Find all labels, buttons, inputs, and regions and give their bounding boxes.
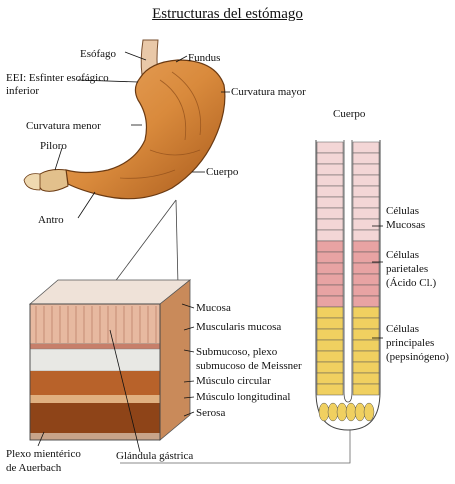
gland-cell [352, 185, 380, 198]
label-muscularis-mucosa: Muscularis mucosa [196, 321, 282, 333]
label-submucoso-1: Submucoso, plexo [196, 346, 278, 358]
gland-cell [352, 273, 380, 286]
gland-leader-lines [372, 225, 383, 339]
label-esofago: Esófago [80, 48, 117, 60]
gastric-gland-stripes [35, 306, 157, 343]
label-parietales-3: (Ácido Cl.) [386, 277, 437, 289]
label-parietales-1: Células [386, 249, 419, 261]
gland-cell [316, 141, 344, 154]
gland-cells [316, 141, 380, 422]
gland-base-cell [336, 402, 348, 422]
gland-cell [316, 174, 344, 187]
label-cuerpo-gland: Cuerpo [333, 108, 366, 120]
label-cuerpo-stomach: Cuerpo [206, 166, 239, 178]
gland-cell [352, 295, 380, 308]
gland-cell [352, 262, 380, 275]
gland-cell [352, 284, 380, 297]
label-curvatura-mayor: Curvatura mayor [231, 86, 306, 98]
gastric-gland [315, 140, 381, 431]
gland-base-cell [318, 402, 330, 422]
gland-cell [352, 251, 380, 264]
label-fundus: Fundus [188, 52, 221, 64]
stomach-shape [65, 59, 226, 200]
gland-cell [352, 196, 380, 209]
gland-cell [352, 350, 380, 363]
wall-leader-lines [37, 303, 195, 453]
diagram-title: Estructuras del estómago [152, 6, 303, 22]
gland-cell [316, 218, 344, 231]
gland-cell [352, 152, 380, 165]
gland-cell [352, 207, 380, 220]
label-mucosas-2: Mucosas [386, 219, 426, 231]
gland-cell [316, 295, 344, 308]
gland-base-cell [327, 402, 339, 422]
gland-cell [316, 317, 344, 330]
duodenum-shape [23, 173, 41, 191]
gland-cell [316, 383, 344, 396]
gland-base-cell [354, 402, 366, 422]
gland-cell [352, 361, 380, 374]
label-antro: Antro [38, 214, 64, 226]
gland-cell [352, 317, 380, 330]
gland-cell [352, 240, 380, 253]
gland-cell [316, 152, 344, 165]
gland-cell [316, 207, 344, 220]
gland-cell [352, 229, 380, 242]
gland-cell [352, 174, 380, 187]
gland-cell [316, 262, 344, 275]
label-principales-1: Células [386, 323, 419, 335]
gland-cell [352, 163, 380, 176]
gland-cell [352, 306, 380, 319]
gland-cell [316, 339, 344, 352]
tissue-block [28, 279, 192, 441]
gland-cell [316, 328, 344, 341]
gland-cell [352, 218, 380, 231]
gland-cell [316, 306, 344, 319]
gland-cell [316, 251, 344, 264]
gland-cell [316, 240, 344, 253]
gland-cell [352, 372, 380, 385]
label-musculo-longitudinal: Músculo longitudinal [196, 391, 291, 403]
label-parietales-2: parietales [386, 263, 429, 275]
label-glandula: Glándula gástrica [116, 450, 194, 462]
gland-cell [316, 196, 344, 209]
label-plexo-1: Plexo mientérico [6, 448, 81, 460]
label-mucosas-1: Células [386, 205, 419, 217]
label-mucosa: Mucosa [196, 302, 231, 314]
pylorus-shape [36, 169, 69, 192]
label-curvatura-menor: Curvatura menor [26, 120, 101, 132]
label-eei-1: EEI: Esfinter esofágico [6, 72, 109, 84]
zoom-lines [113, 199, 179, 286]
gland-cell [316, 350, 344, 363]
gland-cell [316, 185, 344, 198]
gland-cell [316, 284, 344, 297]
gland-cell [316, 229, 344, 242]
gland-cell [316, 163, 344, 176]
gland-cell [316, 361, 344, 374]
label-submucoso-2: submucoso de Meissner [196, 360, 302, 372]
gland-connector [120, 430, 351, 464]
gland-base-cell [345, 402, 357, 422]
gland-base-cell [363, 402, 375, 422]
gland-cell [352, 141, 380, 154]
label-eei-2: inferior [6, 85, 39, 97]
gland-cell [316, 273, 344, 286]
label-musculo-circular: Músculo circular [196, 375, 271, 387]
gland-cell [352, 339, 380, 352]
label-principales-3: (pepsinógeno) [386, 351, 449, 363]
stomach-folds [119, 71, 202, 179]
label-plexo-2: de Auerbach [6, 462, 62, 474]
label-serosa: Serosa [196, 407, 226, 419]
stomach-leader-lines [54, 51, 230, 219]
label-principales-2: principales [386, 337, 435, 349]
gland-cell [316, 372, 344, 385]
gland-cell [352, 383, 380, 396]
label-piloro: Piloro [40, 140, 67, 152]
